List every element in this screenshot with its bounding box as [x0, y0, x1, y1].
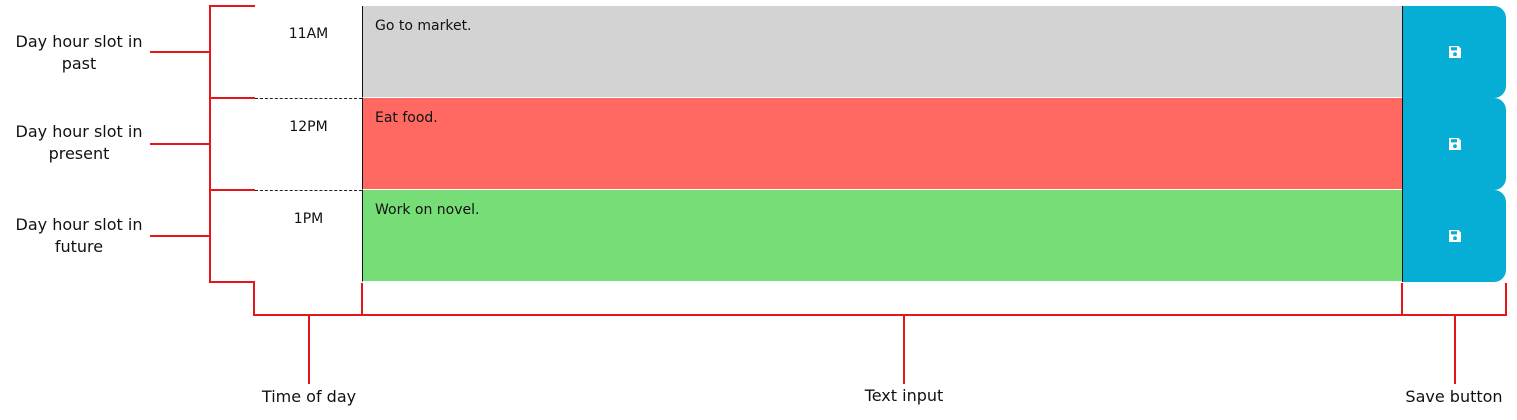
save-button[interactable]: [1402, 98, 1506, 190]
present-slot-label: Day hour slot in present: [4, 121, 154, 165]
floppy-disk-icon: [1448, 138, 1461, 150]
event-text-input[interactable]: Work on novel.: [362, 190, 1402, 282]
past-slot-label-line1: Day hour slot in: [15, 32, 143, 51]
hour-label: 1PM: [255, 190, 362, 282]
bottom-tick-button-start: [1401, 283, 1403, 316]
floppy-disk-icon: [1448, 230, 1461, 242]
left-bracket-tick-3: [209, 189, 255, 191]
future-slot-label-line2: future: [54, 237, 104, 256]
future-leader-line: [150, 235, 211, 237]
event-text-input[interactable]: Eat food.: [362, 98, 1402, 190]
future-slot-label: Day hour slot in future: [4, 214, 154, 258]
present-slot-label-line1: Day hour slot in: [15, 122, 143, 141]
time-block-future: 1PM Work on novel.: [255, 190, 1506, 282]
text-input-label: Text input: [864, 386, 944, 405]
save-button-label: Save button: [1405, 387, 1503, 406]
text-input-leader: [903, 314, 905, 384]
time-of-day-label: Time of day: [261, 387, 357, 406]
past-leader-line: [150, 51, 211, 53]
save-button[interactable]: [1402, 190, 1506, 282]
hour-label: 12PM: [255, 98, 362, 190]
hour-label: 11AM: [255, 6, 362, 98]
time-of-day-leader: [308, 314, 310, 384]
present-slot-label-line2: present: [48, 144, 110, 163]
left-bracket-tick-2: [209, 97, 255, 99]
left-bracket-tick-bottom: [209, 281, 255, 283]
left-bracket-spine: [209, 5, 211, 283]
future-slot-label-line1: Day hour slot in: [15, 215, 143, 234]
left-bracket-tick-top: [209, 5, 255, 7]
bottom-bracket-spine: [253, 314, 1507, 316]
bottom-tick-left: [253, 283, 255, 316]
past-slot-label: Day hour slot in past: [4, 31, 154, 75]
bottom-tick-text-start: [361, 283, 363, 316]
floppy-disk-icon: [1448, 46, 1461, 58]
bottom-tick-right: [1505, 283, 1507, 316]
save-button-leader: [1454, 314, 1456, 384]
event-text-input[interactable]: Go to market.: [362, 6, 1402, 98]
time-block-present: 12PM Eat food.: [255, 98, 1506, 190]
present-leader-line: [150, 143, 211, 145]
past-slot-label-line2: past: [61, 54, 97, 73]
save-button[interactable]: [1402, 6, 1506, 98]
time-block-past: 11AM Go to market.: [255, 6, 1506, 98]
